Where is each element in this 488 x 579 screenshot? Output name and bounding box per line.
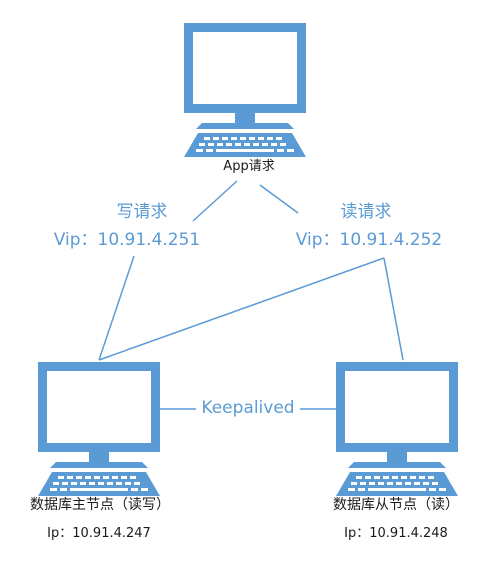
- app-to-read-line: [259, 184, 299, 214]
- app-request-label: App请求: [223, 159, 275, 174]
- slave-node-ip: Ip：10.91.4.248: [344, 526, 448, 541]
- slave-computer-icon: [336, 362, 458, 496]
- master-computer-icon: [38, 362, 160, 496]
- master-node-name: 数据库主节点（读写）: [30, 497, 170, 513]
- read-to-master-line: [98, 257, 385, 361]
- app-to-write-line: [192, 180, 238, 222]
- read-vip-label: Vip：10.91.4.252: [295, 230, 443, 250]
- slave-node-name: 数据库从节点（读）: [333, 497, 459, 513]
- keepalived-label: Keepalived: [201, 398, 295, 418]
- master-node-ip: Ip：10.91.4.247: [47, 526, 151, 541]
- write-to-master-line: [98, 255, 135, 361]
- read-to-slave-line: [383, 257, 404, 361]
- write-vip-label: Vip：10.91.4.251: [53, 230, 201, 250]
- read-request-title: 读请求: [340, 202, 392, 222]
- client-computer-icon: [184, 23, 306, 157]
- write-request-title: 写请求: [116, 202, 168, 222]
